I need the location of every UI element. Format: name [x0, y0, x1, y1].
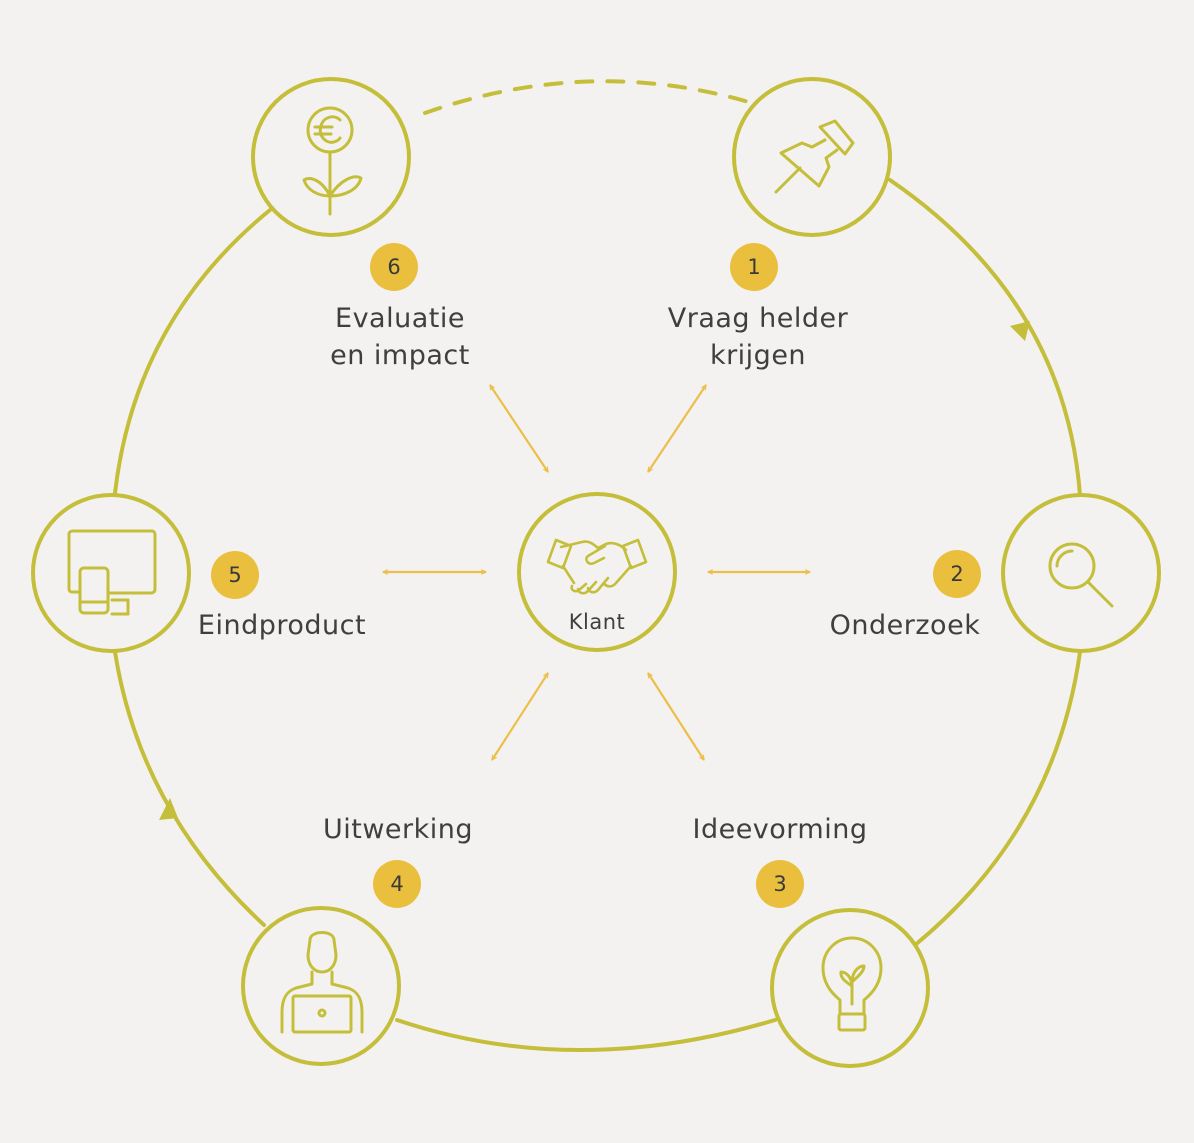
step-title-4: Uitwerking: [322, 814, 474, 845]
step-title-2: Onderzoek: [829, 610, 981, 641]
node-circle-5: [31, 493, 191, 653]
center-label: Klant: [568, 610, 626, 634]
arrow-vraag: [647, 385, 707, 472]
badge-4: [373, 860, 421, 908]
step-title-1: Vraag helder krijgen: [667, 303, 849, 371]
badge-5: [211, 551, 259, 599]
cycle-segment-5-6: [113, 208, 272, 495]
step-title-6: Evaluatie en impact: [330, 303, 470, 371]
cycle-segment-3-4: [395, 1018, 777, 1052]
step-title-3: Ideevorming: [692, 814, 868, 845]
arrow-evaluatie: [489, 385, 549, 472]
arrow-uitwerking: [491, 673, 549, 760]
center-arrows: [383, 385, 810, 760]
center-circle: [517, 492, 677, 652]
step-number-6: 6: [387, 255, 401, 279]
step-number-3: 3: [773, 872, 787, 896]
cycle-segment-6-1-dashed: [423, 79, 754, 115]
node-circle-1: [732, 77, 892, 237]
cycle-segment-4-5: [113, 650, 266, 927]
cycle-segment-2-3: [913, 650, 1082, 947]
handshake-icon: [546, 538, 648, 595]
euro-plant-icon: [302, 106, 363, 216]
badge-2: [933, 550, 981, 598]
badge-1: [730, 243, 778, 291]
arrow-ideevorming: [647, 673, 705, 760]
step-number-5: 5: [228, 563, 242, 587]
cycle-direction-arrow-right: [1010, 321, 1030, 341]
step-number-1: 1: [747, 255, 761, 279]
step-number-4: 4: [390, 872, 404, 896]
node-circle-2: [1001, 493, 1161, 653]
badge-6: [370, 243, 418, 291]
step-title-5: Eindproduct: [197, 610, 367, 641]
devices-icon: [67, 529, 157, 616]
lightbulb-icon: [821, 936, 883, 1032]
pushpin-icon: [774, 119, 855, 194]
cycle-ring: [113, 79, 1082, 1052]
person-laptop-icon: [280, 931, 364, 1034]
cycle-direction-arrow-left: [159, 798, 178, 820]
magnifier-icon: [1048, 542, 1114, 608]
step-number-2: 2: [950, 562, 964, 586]
node-circle-3: [770, 908, 930, 1068]
badges: [211, 243, 981, 908]
cycle-segment-1-2: [888, 178, 1082, 497]
badge-3: [756, 860, 804, 908]
